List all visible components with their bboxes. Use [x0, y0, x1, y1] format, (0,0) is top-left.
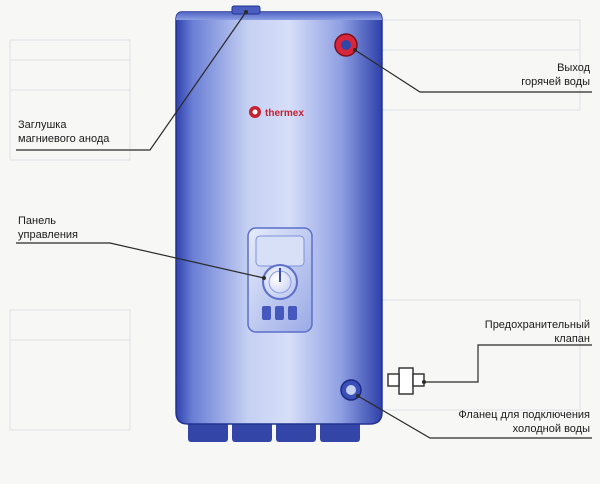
leader-lines: [16, 11, 592, 439]
background-table-lines: [9, 19, 581, 431]
callout-hot-water-outlet: Выход горячей воды: [521, 61, 590, 89]
callout-cold-water-flange-line1: Фланец для подключения: [458, 409, 590, 421]
callout-hot-water-outlet-line2: горячей воды: [521, 76, 590, 88]
callout-safety-valve: Предохранительный клапан: [485, 318, 590, 346]
safety-valve-icon: [387, 367, 425, 395]
control-panel: [247, 227, 313, 333]
callout-control-panel-line1: Панель: [18, 215, 57, 227]
thermex-logo-icon: thermex: [249, 106, 304, 119]
callout-anode-cap: Заглушка магниевого анода: [18, 118, 109, 146]
blue-ring-fitting-icon: [340, 379, 362, 401]
callout-control-panel: Панель управления: [18, 214, 78, 242]
callout-hot-water-outlet-line1: Выход: [557, 62, 590, 74]
indicator-1: [262, 306, 271, 320]
callout-control-panel-line2: управления: [18, 229, 78, 241]
callout-safety-valve-line1: Предохранительный: [484, 319, 590, 331]
brand-logo-text: thermex: [265, 108, 304, 119]
callout-anode-cap-line2: магниевого анода: [18, 133, 110, 145]
indicator-3: [288, 306, 297, 320]
tank-top-rim: [176, 12, 382, 20]
callout-anode-cap-line1: Заглушка: [18, 119, 67, 131]
callout-cold-water-flange-line2: холодной воды: [512, 423, 590, 435]
callout-cold-water-flange: Фланец для подключения холодной воды: [458, 408, 590, 436]
red-ring-fitting-icon: [334, 33, 358, 57]
indicator-2: [275, 306, 284, 320]
leader-dots: [244, 10, 426, 398]
tank-body: [175, 11, 383, 425]
callout-safety-valve-line2: клапан: [554, 333, 590, 345]
